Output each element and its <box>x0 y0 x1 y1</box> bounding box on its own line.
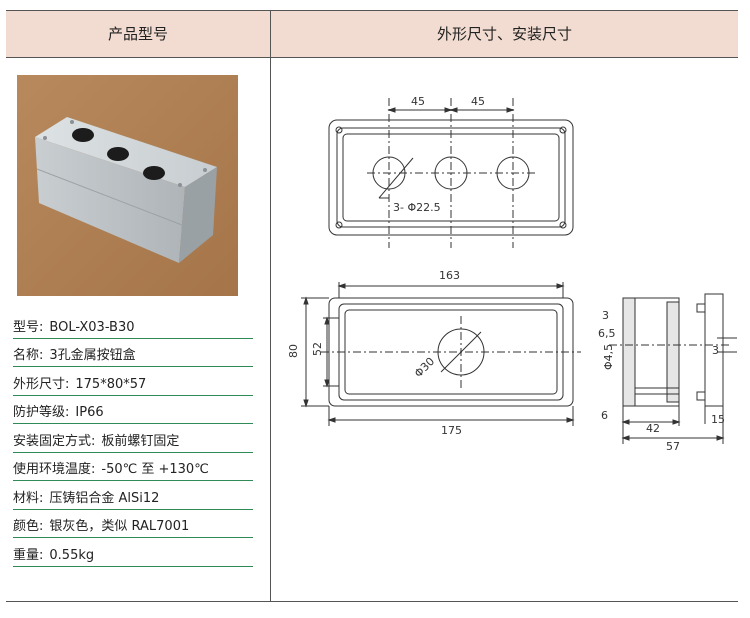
dimension-drawing: 45 45 3- Φ22.5 <box>287 95 737 453</box>
spec-row-name: 名称:3孔金属按钮盒 <box>13 339 253 367</box>
spec-row-mounting: 安装固定方式:板前螺钉固定 <box>13 424 253 453</box>
spec-row-model: 型号:BOL-X03-B30 <box>13 310 253 339</box>
front-dim-52: 52 <box>311 342 324 356</box>
spec-row-material: 材料:压铸铝合金 AlSi12 <box>13 481 253 510</box>
front-dim-163: 163 <box>439 269 460 282</box>
spec-list: 型号:BOL-X03-B30 名称:3孔金属按钮盒 外形尺寸:175*80*57… <box>13 310 253 567</box>
header-divider <box>6 57 738 58</box>
top-dim-right: 45 <box>471 95 485 108</box>
spec-row-temperature: 使用环境温度:-50℃ 至 +130℃ <box>13 453 253 481</box>
front-view <box>301 282 581 426</box>
front-hole-label: Φ30 <box>412 355 437 380</box>
product-sheet: 产品型号 外形尺寸、安装尺寸 <box>6 10 738 602</box>
side-dim-15: 15 <box>711 413 725 426</box>
side-dim-57: 57 <box>666 440 680 453</box>
top-dim-left: 45 <box>411 95 425 108</box>
side-view <box>609 293 737 444</box>
side-dim-phi-4-5: Φ4,5 <box>602 344 615 370</box>
side-dim-6: 6 <box>601 409 608 422</box>
side-dim-3: 3 <box>602 309 609 322</box>
spec-row-protection: 防护等级:IP66 <box>13 396 253 424</box>
header-dimensions: 外形尺寸、安装尺寸 <box>271 10 738 57</box>
spec-row-color: 颜色:银灰色，类似 RAL7001 <box>13 510 253 538</box>
column-divider <box>270 10 271 602</box>
front-dim-175: 175 <box>441 424 462 437</box>
header-product-model: 产品型号 <box>6 10 270 57</box>
spec-row-size: 外形尺寸:175*80*57 <box>13 367 253 396</box>
side-dim-42: 42 <box>646 422 660 435</box>
push-button-box-photo <box>17 75 238 296</box>
table-top-border <box>6 10 738 11</box>
top-hole-label: 3- Φ22.5 <box>393 201 441 214</box>
spec-row-weight: 重量:0.55kg <box>13 538 253 567</box>
front-dim-80: 80 <box>287 344 300 358</box>
top-view <box>328 98 574 248</box>
table-bottom-border <box>6 601 738 602</box>
side-dim-6-5: 6,5 <box>598 327 616 340</box>
side-dim-3-right: 3 <box>712 344 719 357</box>
